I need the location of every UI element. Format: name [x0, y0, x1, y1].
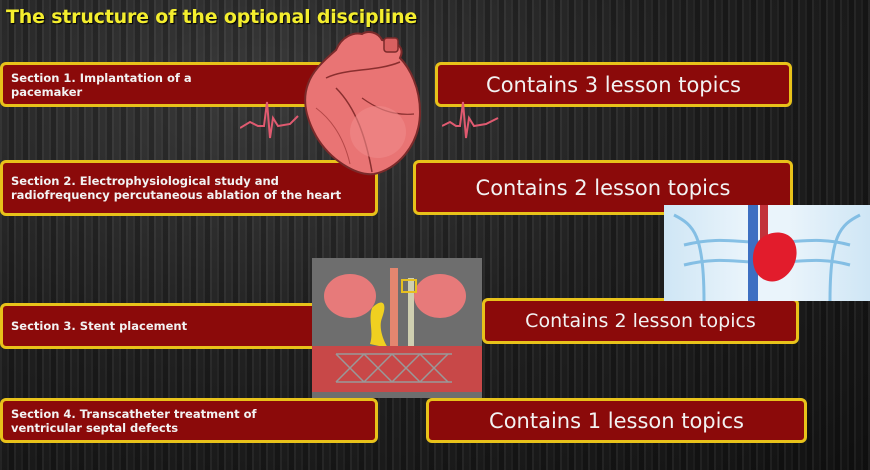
section-1-label: Section 1. Implantation of a pacemaker [11, 70, 192, 99]
section-1-topics: Contains 3 lesson topics [486, 72, 741, 97]
chest-heart-image [664, 205, 870, 301]
section-4-label: Section 4. Transcatheter treatment of ve… [11, 406, 257, 435]
renal-stent-image [312, 258, 482, 398]
section-3-label: Section 3. Stent placement [11, 319, 188, 333]
section-1-box: Section 1. Implantation of a pacemaker [0, 62, 325, 107]
section-4-topics: Contains 1 lesson topics [489, 408, 744, 433]
slide-title: The structure of the optional discipline [6, 6, 418, 28]
section-3-topics: Contains 2 lesson topics [525, 310, 756, 332]
section-1-topics-box: Contains 3 lesson topics [435, 62, 792, 107]
section-3-box: Section 3. Stent placement [0, 303, 330, 349]
section-2-box: Section 2. Electrophysiological study an… [0, 160, 378, 216]
ecg-line-left-icon [240, 101, 299, 139]
section-4-box: Section 4. Transcatheter treatment of ve… [0, 398, 378, 443]
anatomical-heart-image [304, 31, 422, 176]
section-2-label: Section 2. Electrophysiological study an… [11, 174, 342, 202]
section-2-topics: Contains 2 lesson topics [475, 175, 731, 200]
section-4-topics-box: Contains 1 lesson topics [426, 398, 807, 443]
section-3-topics-box: Contains 2 lesson topics [482, 298, 799, 344]
ecg-line-right-icon [442, 101, 499, 139]
